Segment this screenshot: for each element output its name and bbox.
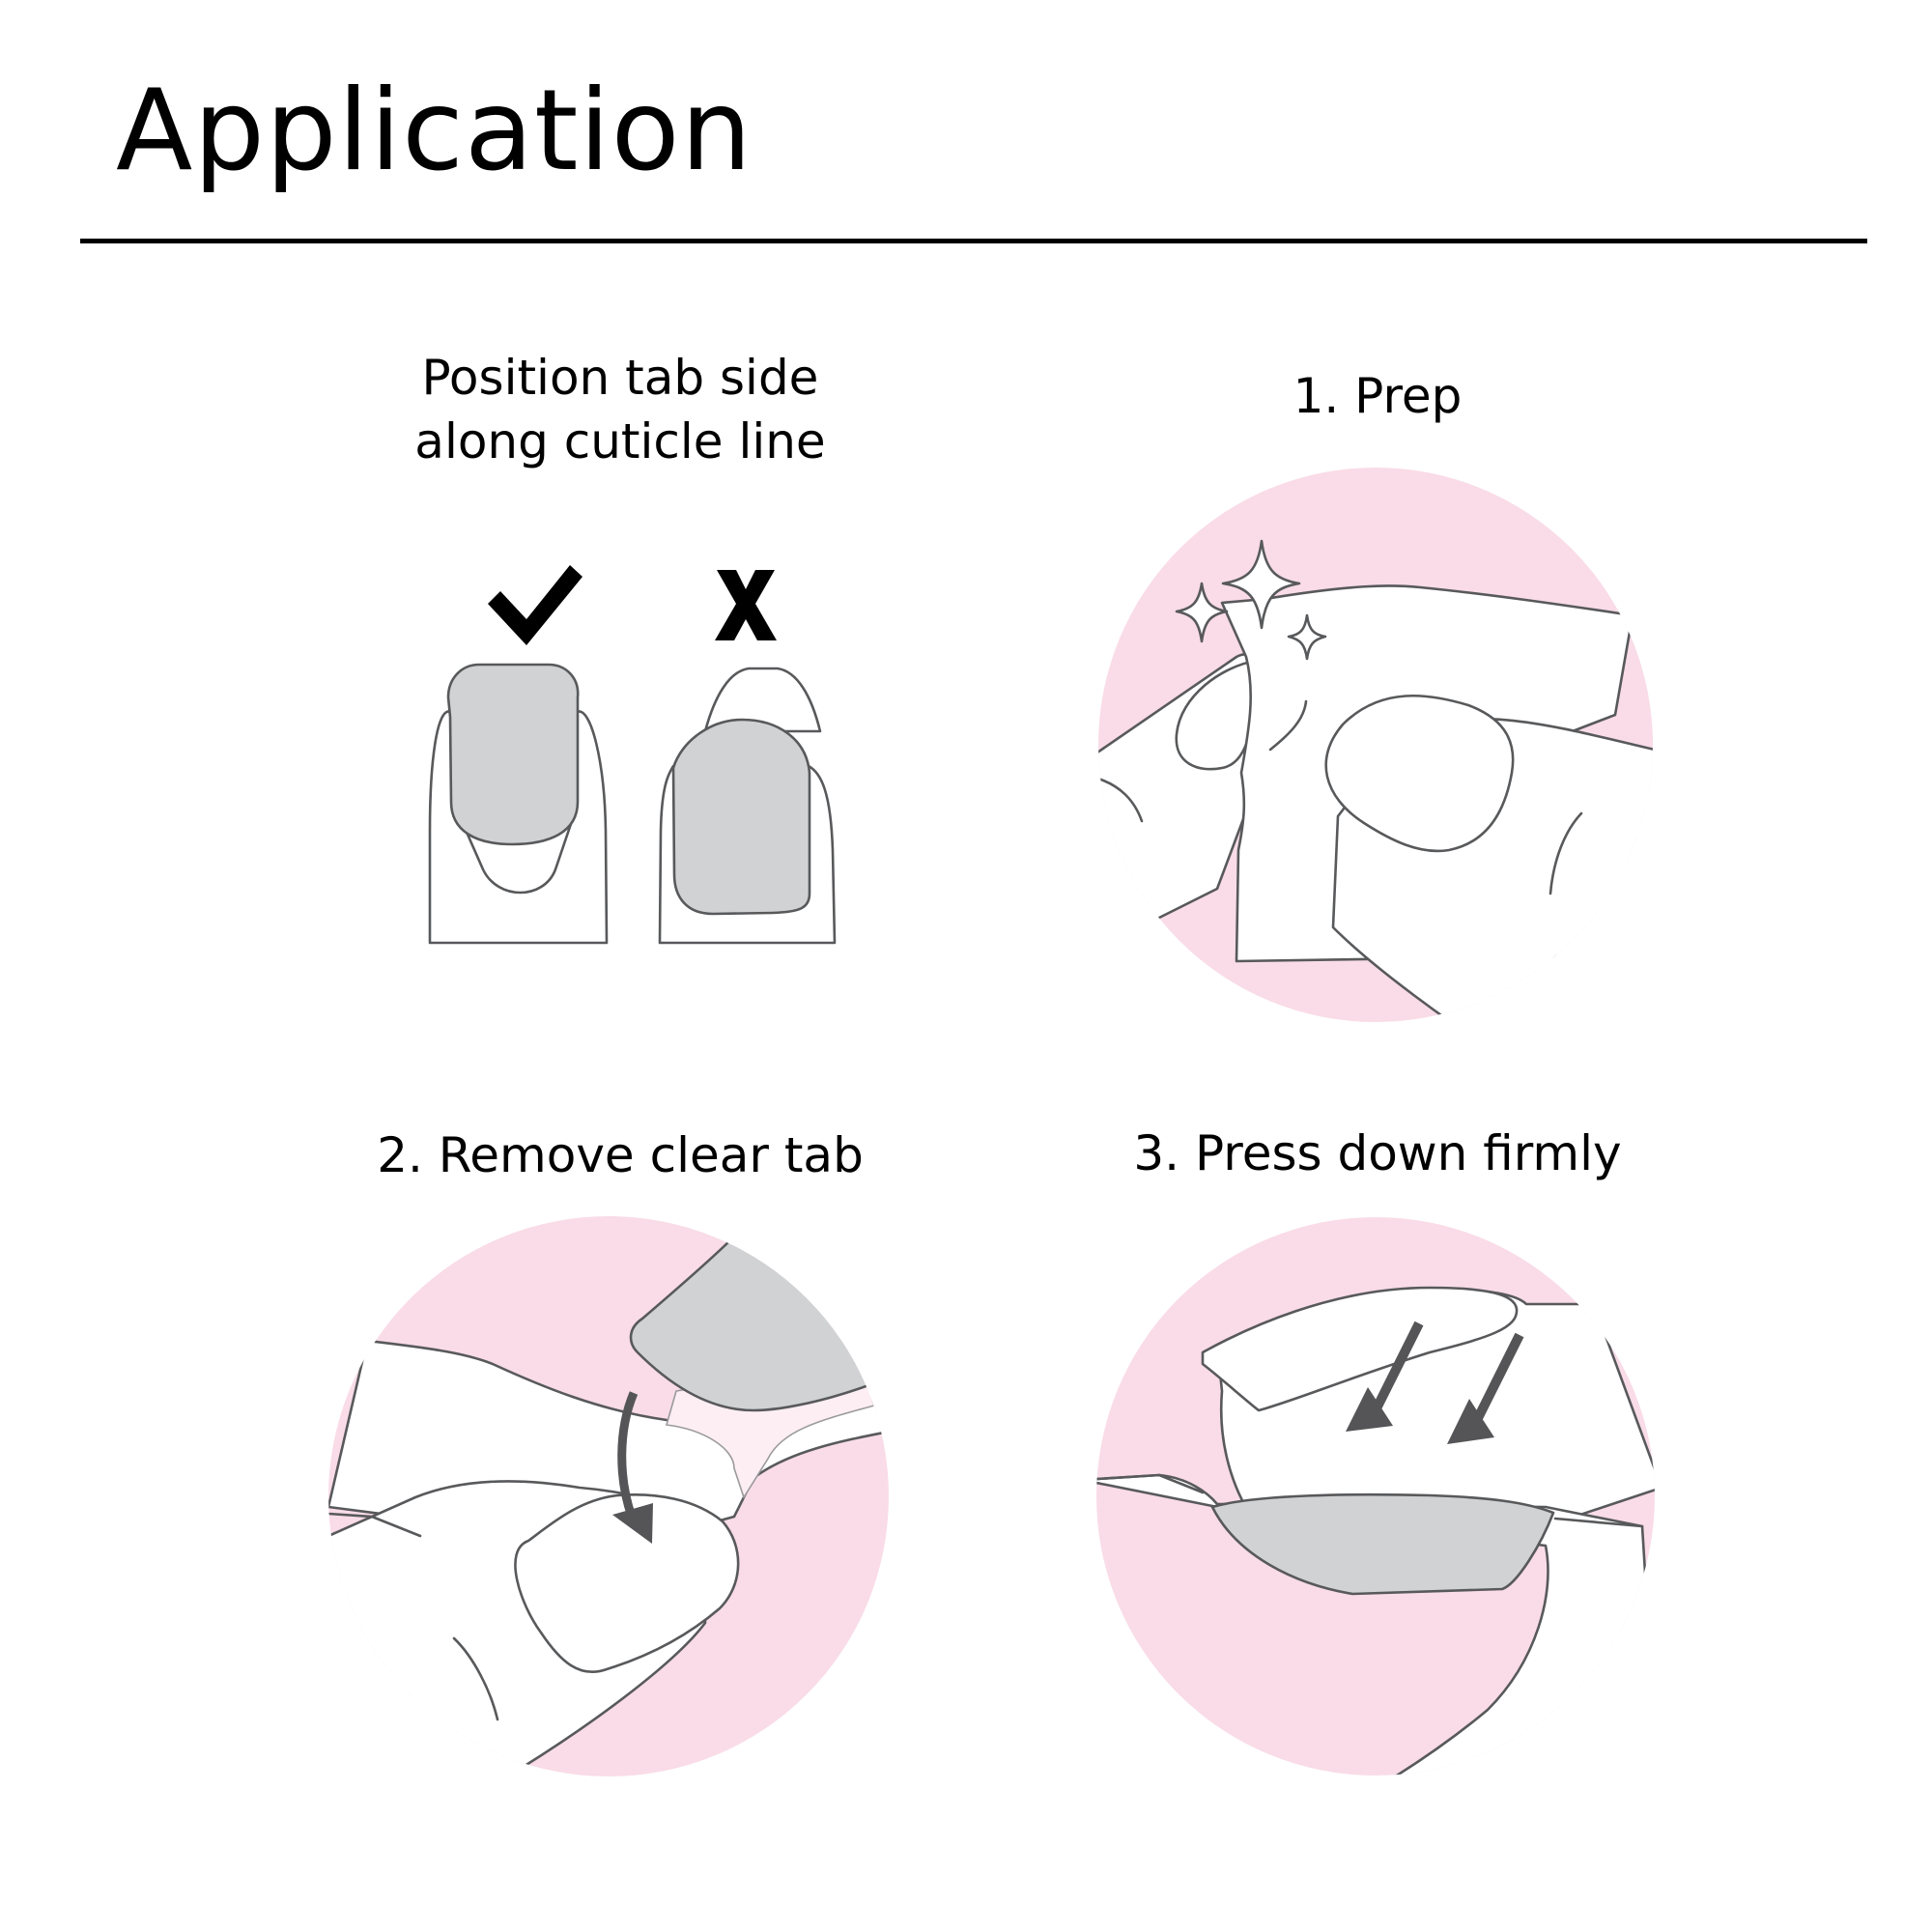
position-label-line2: along cuticle line	[414, 413, 826, 469]
curved-down-arrow-icon	[612, 1391, 653, 1544]
position-label-line1: Position tab side	[421, 350, 819, 406]
checkmark-icon	[488, 565, 582, 645]
x-mark-icon	[715, 570, 777, 640]
title-divider	[80, 239, 1867, 243]
position-guide	[428, 565, 837, 945]
position-label: Position tab side along cuticle line	[414, 346, 825, 473]
sparkle-icons	[1175, 539, 1327, 661]
remove-tab-illustration	[328, 1216, 889, 1776]
step-2-label: 2. Remove clear tab	[377, 1127, 864, 1183]
press-illustration	[1096, 1217, 1655, 1776]
step-3-label: 3. Press down firmly	[1133, 1125, 1622, 1181]
page-title: Application	[116, 66, 753, 196]
correct-nail-illustration	[428, 663, 609, 945]
incorrect-nail-illustration	[658, 667, 837, 945]
prep-illustration	[1098, 468, 1653, 1022]
step-1-label: 1. Prep	[1293, 368, 1463, 424]
press-arrows-icon	[1346, 1321, 1524, 1444]
